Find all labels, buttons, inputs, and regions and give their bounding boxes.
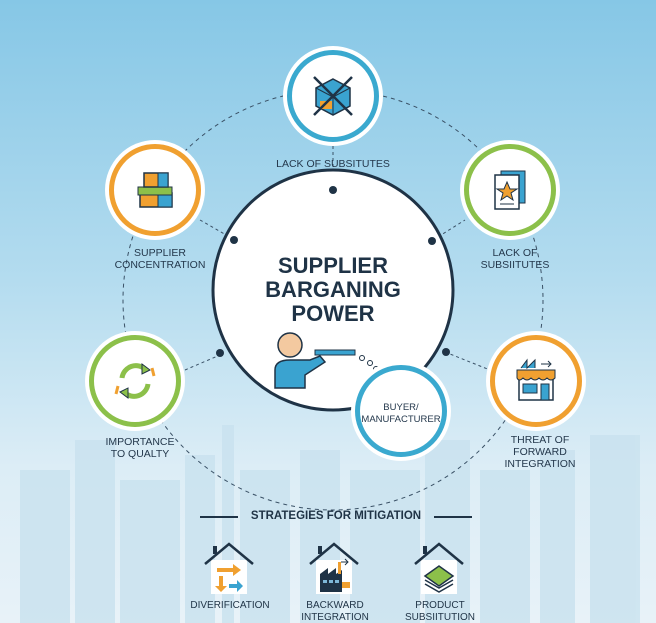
factor-label: IMPORTANCE TO QUALTY	[105, 436, 174, 460]
label-line: FORWARD	[513, 446, 567, 458]
factor-node-supplier-concentration	[109, 144, 201, 236]
factor-label: THREAT OF FORWARD INTEGRATION	[505, 434, 576, 470]
stacked-boxes-icon	[137, 172, 173, 208]
title-line: POWER	[291, 301, 375, 326]
strategy-label-product-substitution: PRODUCT SUBSIITUTION	[405, 600, 475, 623]
label-line: PRODUCT	[415, 600, 465, 611]
divider-line	[200, 516, 238, 518]
star-document-icon	[494, 170, 526, 210]
factor-node-lack-of-substitutes	[287, 50, 379, 142]
center-title: SUPPLIER BARGANING POWER	[265, 254, 401, 326]
title-line: BARGANING	[265, 277, 401, 302]
factor-label: LACK OF SUBSITUTES	[276, 158, 390, 170]
label-line: INTEGRATION	[504, 458, 576, 470]
label-line: INTEGRATION	[301, 612, 369, 623]
layers-house-icon	[414, 542, 464, 594]
crossed-box-icon	[313, 76, 353, 116]
buyer-node	[355, 365, 447, 457]
divider-line	[434, 516, 472, 518]
title-line: SUPPLIER	[277, 253, 389, 278]
label-line: SUBSIITUTES	[480, 259, 550, 271]
diversification-house-icon	[204, 542, 254, 594]
strategy-label-backward-integration: BACKWARD INTEGRATION	[301, 600, 369, 623]
factory-house-icon	[309, 542, 359, 594]
label-line: MANUFACTURER	[361, 414, 441, 425]
strategy-label-diversification: DIVERIFICATION	[190, 600, 269, 612]
strategies-heading: STRATEGIES FOR MITIGATION	[250, 510, 422, 522]
recycle-arrows-icon	[114, 363, 156, 399]
factor-node-lack-of-subsiitutes	[464, 144, 556, 236]
factor-node-importance-to-quality	[89, 335, 181, 427]
label-line: DIVERIFICATION	[190, 600, 270, 611]
buyer-label: BUYER/ MANUFACTURER	[361, 402, 440, 426]
label-line: BUYER/	[383, 402, 419, 413]
label-line: BACKWARD	[306, 600, 364, 611]
label-line: TO QUALTY	[110, 448, 170, 460]
factor-label: LACK OF SUBSIITUTES	[481, 247, 550, 271]
storefront-icon	[516, 358, 556, 401]
label-line: CONCENTRATION	[114, 259, 206, 271]
label-line: LACK OF	[492, 247, 538, 259]
factor-label: SUPPLIER CONCENTRATION	[115, 247, 206, 271]
label-line: THREAT OF	[510, 434, 570, 446]
label-line: SUPPLIER	[134, 247, 186, 259]
factor-node-threat-of-forward-integration	[490, 335, 582, 427]
label-line: SUBSIITUTION	[404, 612, 476, 623]
label-line: IMPORTANCE	[105, 436, 175, 448]
